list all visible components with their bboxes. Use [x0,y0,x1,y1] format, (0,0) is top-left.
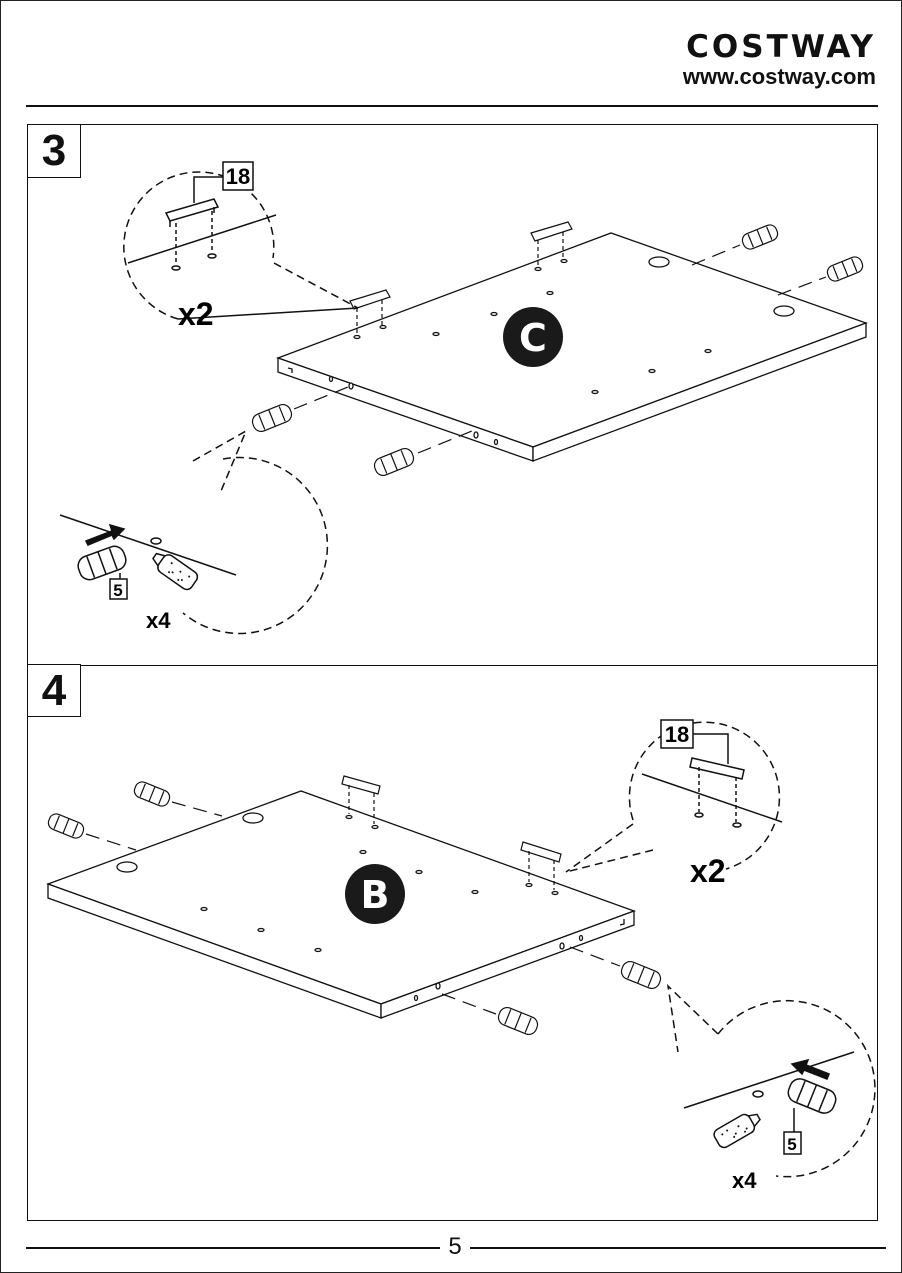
step-4-panel: 4 B [27,664,878,1221]
board-c [278,233,866,461]
footer-divider-right [470,1247,886,1249]
footer-divider-left [26,1247,440,1249]
board-b [48,791,634,1018]
svg-text:B: B [361,873,390,917]
step-3-illustration: C [28,125,877,665]
callout-dowel [668,986,875,1177]
brand-logo: COSTWAY [683,30,876,64]
part-number-label: 5 [113,581,122,600]
brand-url: www.costway.com [683,64,876,90]
part-number-label: 5 [787,1135,796,1154]
part-number-label: 18 [665,722,689,747]
quantity-label: x2 [178,296,214,332]
quantity-label: x4 [732,1168,757,1193]
callout-bracket [124,172,358,319]
step-4-illustration: B [28,664,877,1220]
brand-header: COSTWAY www.costway.com [683,30,876,90]
quantity-label: x4 [146,608,171,633]
page-number: 5 [440,1234,470,1260]
step-3-panel: 3 C [27,124,878,666]
callout-dowel [60,431,327,633]
quantity-label: x2 [690,853,726,889]
svg-text:C: C [519,316,547,360]
part-number-label: 18 [226,164,250,189]
header-divider [26,105,878,107]
board-b-label: B [345,864,405,924]
board-c-label: C [503,307,563,367]
